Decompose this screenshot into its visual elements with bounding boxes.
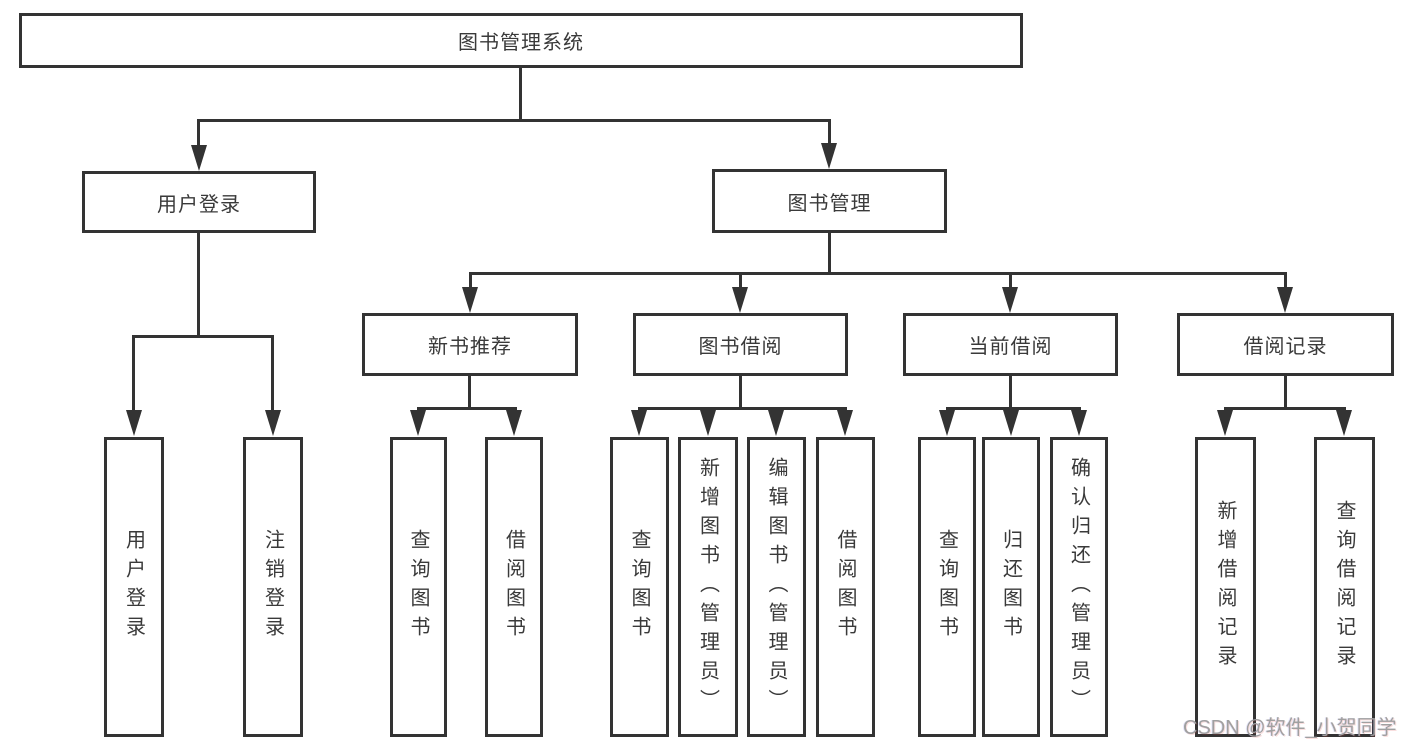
arrow-down-icon (768, 410, 784, 436)
node-root-label: 图书管理系统 (458, 32, 584, 54)
node-book-mgmt: 图书管理 (712, 169, 947, 233)
arrow-down-icon (265, 410, 281, 436)
leaf-logout-label: 注销登录 (261, 529, 284, 645)
leaf-current-return-label: 归还图书 (999, 529, 1022, 645)
connector-records-stem (1284, 376, 1287, 410)
node-book-borrow-label: 图书借阅 (698, 336, 783, 358)
arrow-down-icon (1071, 410, 1087, 436)
connector-new-book-bracket (417, 407, 517, 410)
node-user-login: 用户登录 (82, 171, 316, 233)
connector-stub-book-mgmt (828, 119, 831, 145)
leaf-newbook-query-label: 查询图书 (407, 529, 429, 645)
connector-stub-current (1009, 272, 1012, 289)
arrow-down-icon (191, 145, 207, 171)
leaf-records-add-label: 新增借阅记录 (1214, 500, 1236, 674)
node-borrow-records: 借阅记录 (1177, 313, 1394, 376)
arrow-down-icon (939, 410, 955, 436)
arrow-down-icon (700, 410, 716, 436)
connector-level3-rail (469, 272, 1287, 275)
connector-root-stem (519, 68, 522, 120)
connector-stub-leaf (271, 335, 274, 413)
node-new-book-rec: 新书推荐 (362, 313, 578, 376)
connector-book-borrow-bracket (638, 407, 847, 410)
leaf-bookborrow-query-label: 查询图书 (628, 529, 650, 645)
leaf-records-query: 查询借阅记录 (1314, 437, 1375, 737)
arrow-down-icon (1336, 410, 1352, 436)
arrow-down-icon (410, 410, 426, 436)
connector-stub-book-borrow (739, 272, 742, 289)
arrow-down-icon (821, 143, 837, 169)
leaf-bookborrow-borrow-label: 借阅图书 (834, 529, 856, 645)
connector-book-borrow-stem (739, 376, 742, 410)
connector-user-login-bracket (132, 335, 274, 338)
arrow-down-icon (462, 287, 478, 313)
csdn-watermark: CSDN @软件_小贺同学 (1183, 717, 1397, 739)
arrow-down-icon (1003, 410, 1019, 436)
leaf-bookborrow-query: 查询图书 (610, 437, 669, 737)
connector-book-mgmt-stem (828, 233, 831, 274)
leaf-records-add: 新增借阅记录 (1195, 437, 1256, 737)
leaf-newbook-borrow-label: 借阅图书 (502, 529, 525, 645)
connector-level2-rail (197, 119, 831, 122)
leaf-user-login-label: 用户登录 (122, 529, 145, 645)
leaf-current-return: 归还图书 (982, 437, 1040, 737)
arrow-down-icon (126, 410, 142, 436)
connector-stub-records (1284, 272, 1287, 289)
leaf-bookborrow-add-label: 新增图书（管理员） (696, 456, 719, 718)
connector-user-login-stem (197, 233, 200, 337)
arrow-down-icon (506, 410, 522, 436)
connector-stub-new-book (469, 272, 472, 289)
leaf-current-confirm-return: 确认归还（管理员） (1050, 437, 1108, 737)
node-current-borrow-label: 当前借阅 (968, 336, 1053, 358)
leaf-logout: 注销登录 (243, 437, 303, 737)
leaf-user-login: 用户登录 (104, 437, 164, 737)
leaf-current-query: 查询图书 (918, 437, 976, 737)
leaf-bookborrow-edit-label: 编辑图书（管理员） (765, 456, 787, 718)
arrow-down-icon (1217, 410, 1233, 436)
connector-records-bracket (1224, 407, 1346, 410)
connector-current-bracket (946, 407, 1081, 410)
leaf-current-confirm-return-label: 确认归还（管理员） (1067, 456, 1090, 718)
connector-stub-leaf (132, 335, 135, 413)
arrow-down-icon (1002, 287, 1018, 313)
arrow-down-icon (631, 410, 647, 436)
node-root: 图书管理系统 (19, 13, 1023, 68)
node-book-borrow: 图书借阅 (633, 313, 848, 376)
node-book-mgmt-label: 图书管理 (787, 192, 872, 215)
node-new-book-rec-label: 新书推荐 (428, 336, 512, 358)
connector-stub-user-login (197, 119, 200, 147)
arrow-down-icon (1277, 287, 1293, 313)
leaf-bookborrow-edit: 编辑图书（管理员） (747, 437, 806, 737)
leaf-bookborrow-borrow: 借阅图书 (816, 437, 875, 737)
node-user-login-label: 用户登录 (157, 193, 241, 216)
arrow-down-icon (732, 287, 748, 313)
leaf-current-query-label: 查询图书 (935, 529, 958, 645)
connector-new-book-stem (468, 376, 471, 410)
leaf-newbook-query: 查询图书 (390, 437, 447, 737)
connector-current-stem (1009, 376, 1012, 410)
node-current-borrow: 当前借阅 (903, 313, 1118, 376)
arrow-down-icon (837, 410, 853, 436)
leaf-bookborrow-add: 新增图书（管理员） (678, 437, 738, 737)
node-borrow-records-label: 借阅记录 (1243, 336, 1328, 358)
leaf-newbook-borrow: 借阅图书 (485, 437, 543, 737)
leaf-records-query-label: 查询借阅记录 (1333, 500, 1355, 674)
